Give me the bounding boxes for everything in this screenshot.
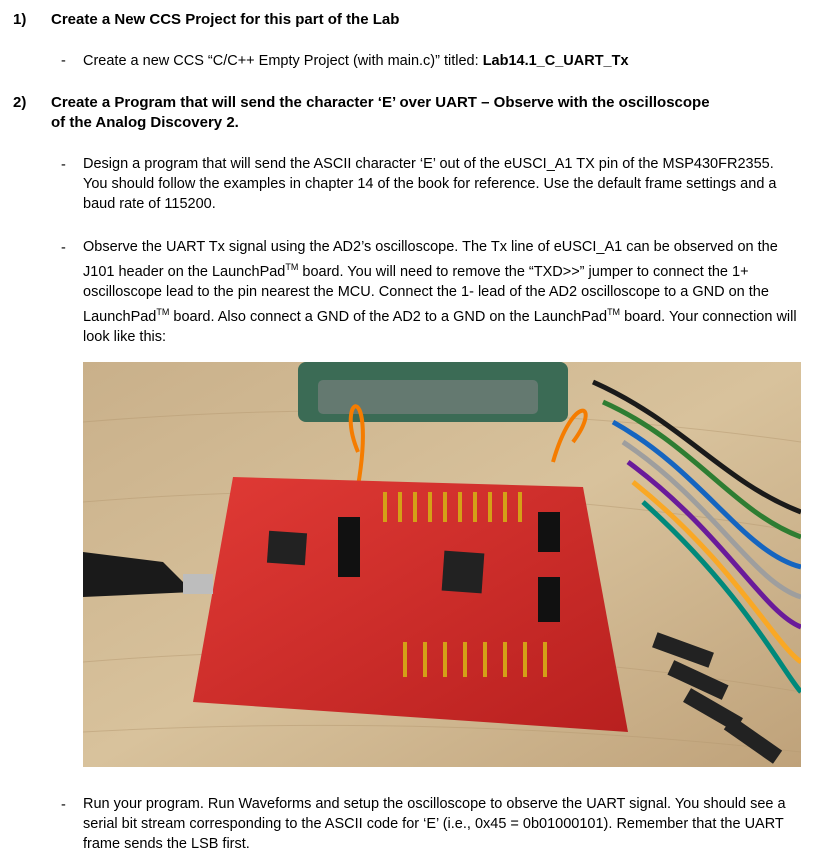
trademark: TM — [156, 306, 170, 317]
launchpad-board — [193, 477, 628, 732]
section-2-title: Create a Program that will send the char… — [51, 93, 791, 133]
bullet-text-part-3: board. Also connect a GND of the AD2 to … — [169, 308, 608, 325]
bullet-text-part-4: board. Your connection will look like th… — [83, 308, 797, 345]
section-1-number: 1) — [13, 11, 27, 28]
bullet-text: Create a new CCS “C/C++ Empty Project (w… — [83, 53, 483, 69]
bullet-text-part-2: board. You will need to remove the “TXD>… — [83, 263, 769, 325]
launchpad-photo — [82, 362, 803, 767]
section-1-title: Create a New CCS Project for this part o… — [51, 11, 400, 28]
section-2-bullet-3: Run your program. Run Waveforms and setu… — [83, 796, 786, 852]
project-name: Lab14.1_C_UART_Tx — [482, 53, 629, 69]
bullet-dash: - — [61, 53, 66, 69]
trademark: TM — [607, 306, 621, 317]
mcu-chip — [441, 550, 485, 594]
bullet-text-part-1: Observe the UART Tx signal using the AD2… — [83, 239, 778, 280]
trademark: TM — [285, 262, 299, 272]
section-1-bullet-1: Create a new CCS “C/C++ Empty Project (w… — [83, 51, 798, 71]
section-2-title-line-2: of the Analog Discovery 2. — [51, 114, 239, 131]
jumper-header — [338, 517, 360, 577]
section-2-bullet-2: Observe the UART Tx signal using the AD2… — [83, 237, 798, 347]
section-2-number: 2) — [13, 94, 27, 111]
usb-cable — [83, 552, 193, 597]
launchpad-photo-illustration — [82, 362, 803, 767]
section-2-title-line-1: Create a Program that will send the char… — [51, 94, 710, 111]
bullet-dash: - — [61, 797, 66, 813]
section-2-bullet-1: Design a program that will send the ASCI… — [83, 156, 777, 212]
bullet-dash: - — [61, 157, 66, 173]
bullet-dash: - — [61, 240, 66, 256]
